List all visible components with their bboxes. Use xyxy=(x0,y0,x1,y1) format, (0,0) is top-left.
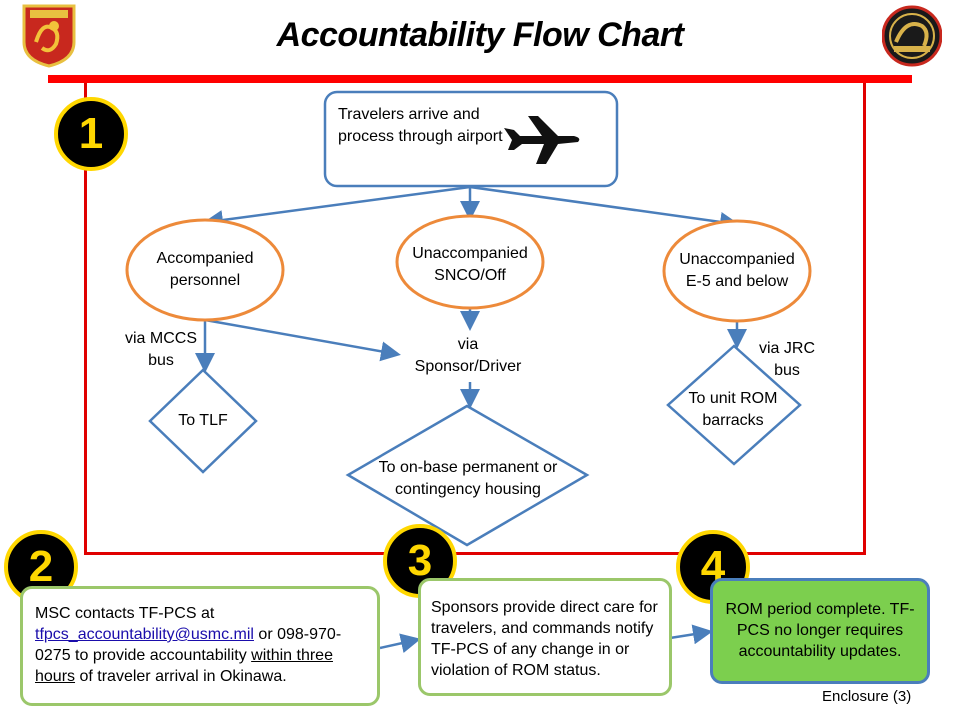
oval-shape-snco xyxy=(395,214,545,310)
mef-logo xyxy=(22,4,76,68)
label-mccs: via MCCS bus xyxy=(124,330,197,369)
email-link[interactable]: tfpcs_accountability@usmc.mil xyxy=(35,626,254,643)
mcipac-logo xyxy=(882,5,942,67)
oval-snco: Unaccompanied SNCO/Off xyxy=(412,245,528,284)
oval-e5: Unaccompanied E-5 and below xyxy=(679,251,795,290)
step-badge-1: 1 xyxy=(54,97,128,171)
enclosure-label: Enclosure (3) xyxy=(822,688,912,705)
airplane-icon xyxy=(504,116,580,164)
step-badge-4: 4 xyxy=(676,530,750,604)
page-title: Accountability Flow Chart xyxy=(276,16,684,54)
oval-shape-e5 xyxy=(662,219,812,323)
step4-box: ROM period complete. TF-PCS no longer re… xyxy=(710,578,930,684)
header-divider xyxy=(48,75,912,83)
step4-text: ROM period complete. TF-PCS no longer re… xyxy=(725,601,915,660)
airport-text: Travelers arrive and process through air… xyxy=(338,106,503,145)
oval-shape-accompanied xyxy=(125,218,285,322)
label-sponsor: via Sponsor/Driver xyxy=(414,336,522,375)
step2-text-1: MSC contacts TF-PCS at xyxy=(35,605,215,622)
step2-underline: within three hours xyxy=(35,647,333,685)
step2-text-2: or 098-970-0275 to provide accountabilit… xyxy=(35,626,342,664)
diamond-shape-tlf xyxy=(148,368,258,474)
step2-box: MSC contacts TF-PCS at tfpcs_accountabil… xyxy=(20,586,380,706)
oval-accompanied: Accompanied personnel xyxy=(156,250,254,289)
diamond-shape-housing xyxy=(345,404,590,547)
diamond-shape-rom xyxy=(666,344,802,466)
diamond-housing: To on-base permanent or contingency hous… xyxy=(378,459,558,498)
diamond-tlf: To TLF xyxy=(178,412,228,429)
label-jrc: via JRC bus xyxy=(758,340,815,379)
step3-box: Sponsors provide direct care for travele… xyxy=(418,578,672,696)
step3-text: Sponsors provide direct care for travele… xyxy=(431,599,658,679)
flow-frame xyxy=(84,83,866,555)
step2-text-3: of traveler arrival in Okinawa. xyxy=(75,668,287,685)
diamond-rom: To unit ROM barracks xyxy=(688,390,778,429)
